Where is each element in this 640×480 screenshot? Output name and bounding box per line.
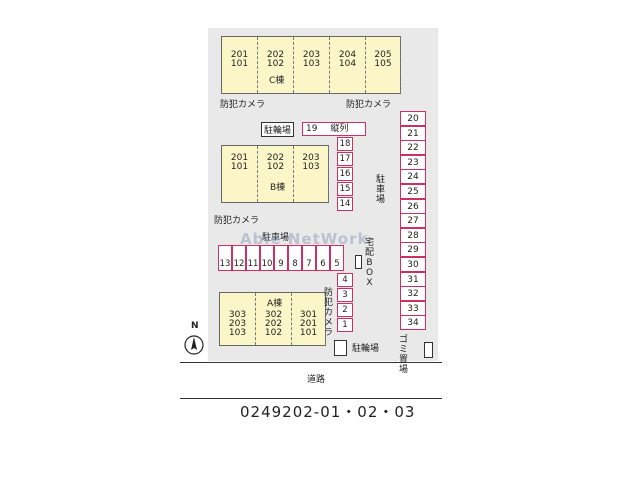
tandem-label: 縦列 (330, 124, 349, 134)
parking-stall: 29 (400, 242, 426, 258)
parking-stall: 22 (400, 140, 426, 156)
parking-stall: 4 (337, 273, 353, 287)
bicycle-rack-icon (334, 340, 347, 356)
road-label: 道路 (307, 375, 326, 385)
road-edge (180, 398, 442, 399)
parking-stall: 30 (400, 257, 426, 272)
delivery-box-icon (355, 255, 362, 269)
tandem-stall: 19 縦列 (302, 122, 366, 136)
garbage-label-line1: ゴミ置場 (398, 335, 408, 375)
parking-stall: 31 (400, 271, 426, 287)
parking-label: 駐車場 (262, 233, 290, 243)
bicycle-parking-label: 駐輪場 (352, 344, 380, 354)
parking-stall: 26 (400, 198, 426, 214)
parking-stall: 20 (400, 111, 426, 126)
parking-stall: 15 (337, 182, 353, 196)
camera-label: 防犯カメラ (346, 100, 392, 110)
north-label: N (191, 321, 199, 331)
parking-stall: 34 (400, 315, 426, 331)
parking-stall: 3 (337, 288, 353, 302)
parking-stall: 32 (400, 286, 426, 302)
north-arrow-icon (183, 330, 205, 356)
parking-stall: 14 (337, 197, 353, 211)
garbage-bin-icon (424, 342, 433, 358)
parking-row-bottom: 13 12 11 10 9 8 7 6 5 (218, 245, 348, 271)
property-code: 0249202-01・02・03 (240, 403, 416, 421)
parking-stall: 25 (400, 184, 426, 199)
parking-stall: 18 (337, 137, 353, 151)
building-c-label: C棟 (269, 76, 285, 86)
building-a-label: A棟 (267, 299, 283, 309)
parking-stall: 5 (330, 245, 344, 271)
parking-stall: 21 (400, 125, 426, 141)
parking-stall: 27 (400, 213, 426, 229)
parking-stall: 17 (337, 152, 353, 166)
parking-stall: 2 (337, 303, 353, 317)
parking-stall: 7 (302, 245, 316, 271)
parking-stall: 1 (337, 318, 353, 332)
parking-stall: 9 (274, 245, 288, 271)
parking-stall: 8 (288, 245, 302, 271)
parking-stall: 13 (218, 245, 232, 271)
parking-stall: 10 (260, 245, 274, 271)
building-b-label: B棟 (270, 183, 286, 193)
parking-stall: 28 (400, 227, 426, 243)
camera-label: 防犯カメラ (214, 216, 260, 226)
parking-stall: 6 (316, 245, 330, 271)
parking-stall: 33 (400, 300, 426, 316)
delivery-box-label: 宅配BOX (364, 238, 374, 288)
parking-stall: 12 (232, 245, 246, 271)
parking-label: 駐車場 (375, 175, 385, 205)
road-edge (180, 362, 442, 363)
bicycle-parking-label: 駐輪場 (261, 122, 295, 137)
parking-stall: 24 (400, 169, 426, 185)
parking-stall: 23 (400, 154, 426, 170)
camera-label: 防犯カメラ (323, 288, 333, 338)
parking-stall: 11 (246, 245, 260, 271)
camera-label: 防犯カメラ (220, 100, 266, 110)
parking-stall: 16 (337, 167, 353, 181)
watermark: Able NetWork (240, 230, 369, 248)
stall-number: 19 (306, 124, 318, 134)
